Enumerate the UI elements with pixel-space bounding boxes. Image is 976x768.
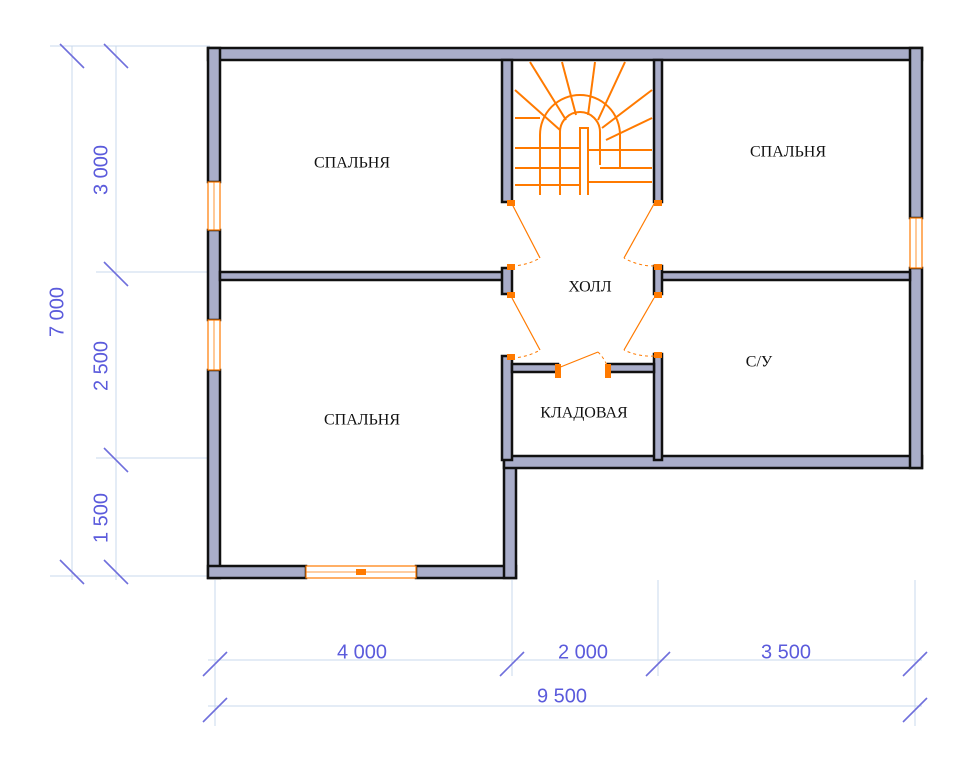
dim-tick	[902, 697, 928, 723]
wall-right-2	[908, 266, 924, 470]
wall-partition-right	[656, 270, 912, 282]
wall-hall-left-low	[500, 354, 514, 462]
dim-left-total: 7 000	[46, 287, 68, 337]
room-label-bedroom-bottom-left: СПАЛЬНЯ	[324, 412, 400, 429]
dim-tick	[499, 651, 525, 677]
wall-stair-right	[652, 58, 664, 204]
room-label-bedroom-top-right: СПАЛЬНЯ	[750, 144, 826, 161]
wall-left-3	[206, 368, 222, 580]
wall-bottom-left-2	[414, 564, 518, 580]
dim-bottom-total: 9 500	[537, 685, 587, 707]
wall-bottom-left-1	[206, 564, 308, 580]
doors	[507, 200, 662, 378]
wall-bottom-right	[502, 454, 924, 470]
dimension-lines	[50, 43, 928, 726]
wall-partition-left	[218, 270, 510, 282]
wall-hall-right-mid	[652, 264, 664, 296]
dim-tick	[103, 261, 129, 287]
dim-left-segment-3: 1 500	[90, 493, 112, 543]
room-label-bedroom-top-left: СПАЛЬНЯ	[314, 155, 390, 172]
room-label-hall: ХОЛЛ	[568, 279, 611, 296]
dim-bottom-segment-1: 4 000	[337, 641, 387, 663]
wall-storage-top-1	[510, 362, 560, 374]
walls	[206, 46, 924, 580]
dim-bottom-segment-3: 3 500	[761, 641, 811, 663]
room-label-storage: КЛАДОВАЯ	[540, 405, 628, 422]
wall-right-1	[908, 46, 924, 220]
dim-tick	[202, 697, 228, 723]
staircase	[514, 61, 653, 195]
wall-left-2	[206, 228, 222, 322]
room-label-bathroom: С/У	[746, 354, 773, 371]
wall-stair-left	[500, 58, 514, 204]
dim-tick	[59, 43, 85, 69]
windows	[207, 181, 923, 579]
wall-wing-right	[502, 458, 518, 580]
dim-tick	[59, 559, 85, 585]
dim-tick	[103, 559, 129, 585]
dim-tick	[202, 651, 228, 677]
wall-top	[206, 46, 924, 62]
dim-tick	[103, 447, 129, 473]
wall-left-1	[206, 46, 222, 184]
dim-left-segment-2: 2 500	[90, 341, 112, 391]
dim-left-segment-1: 3 000	[90, 145, 112, 195]
dim-tick	[902, 651, 928, 677]
dim-tick	[645, 651, 671, 677]
dim-bottom-segment-2: 2 000	[558, 641, 608, 663]
wall-hall-left-mid	[500, 266, 514, 296]
dim-tick	[103, 43, 129, 69]
wall-storage-top-2	[606, 362, 656, 374]
